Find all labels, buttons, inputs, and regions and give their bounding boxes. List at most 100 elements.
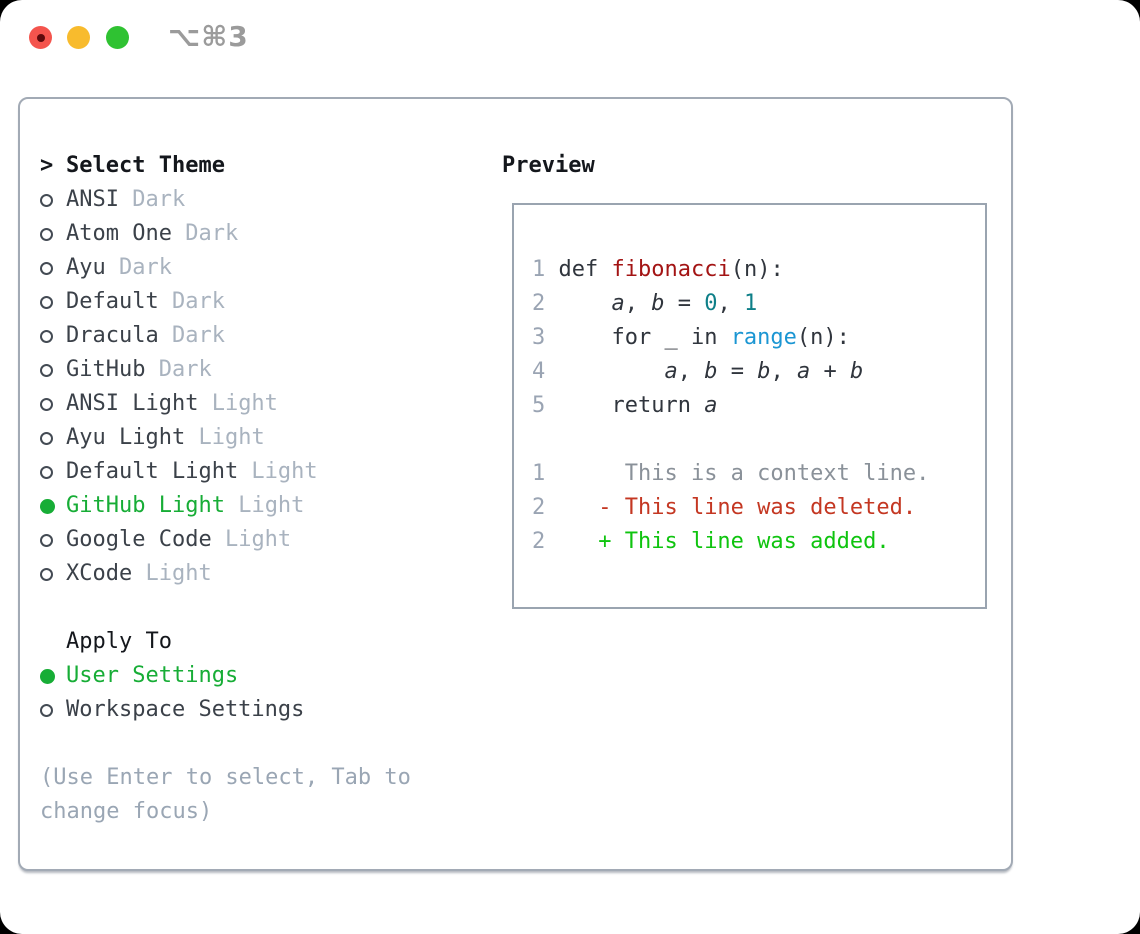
code-segment-var: b bbox=[757, 359, 771, 384]
keyboard-hint: (Use Enter to select, Tab to change focu… bbox=[40, 765, 411, 824]
code-segment-code: def bbox=[545, 257, 612, 282]
radio-unselected-icon bbox=[40, 363, 53, 377]
theme-option-default[interactable]: Default Dark bbox=[40, 285, 480, 319]
apply-to-header: Apply To bbox=[40, 625, 480, 659]
radio-cell bbox=[40, 498, 66, 514]
radio-cell bbox=[40, 668, 66, 684]
radio-unselected-icon bbox=[40, 329, 53, 343]
option-label: GitHub Light bbox=[66, 493, 225, 518]
radio-cell bbox=[40, 703, 66, 717]
code-segment-code: for _ in bbox=[545, 325, 731, 350]
line-number: 2 bbox=[532, 291, 546, 316]
option-label: Default Light bbox=[66, 459, 239, 484]
theme-option-ayu[interactable]: Ayu Dark bbox=[40, 251, 480, 285]
line-number: 2 bbox=[532, 529, 546, 554]
theme-option-default-light[interactable]: Default Light Light bbox=[40, 455, 480, 489]
option-label: Google Code bbox=[66, 527, 212, 552]
radio-cell bbox=[40, 567, 66, 581]
minimize-light-icon[interactable] bbox=[67, 26, 90, 49]
option-variant-tag: Dark bbox=[171, 221, 239, 246]
titlebar: ⌥⌘3 bbox=[0, 0, 1140, 74]
radio-selected-icon bbox=[40, 498, 55, 514]
option-label: Workspace Settings bbox=[66, 697, 305, 722]
code-segment-code: , bbox=[717, 291, 744, 316]
radio-unselected-icon bbox=[40, 193, 53, 207]
radio-unselected-icon bbox=[40, 261, 53, 275]
code-segment-var: b bbox=[849, 359, 864, 384]
code-segment-code: = bbox=[717, 359, 758, 384]
option-label: Ayu Light bbox=[66, 425, 186, 450]
code-segment-code: return bbox=[545, 393, 705, 418]
radio-cell bbox=[40, 397, 66, 411]
theme-option-github-light[interactable]: GitHub Light Light bbox=[40, 489, 480, 523]
code-segment-code: , bbox=[770, 359, 797, 384]
option-label: GitHub bbox=[66, 357, 146, 382]
line-number: 4 bbox=[532, 359, 546, 384]
radio-unselected-icon bbox=[40, 567, 53, 581]
radio-cell bbox=[40, 363, 66, 377]
code-segment-var: b bbox=[704, 359, 718, 384]
code-segment-code bbox=[545, 291, 611, 316]
line-number: 3 bbox=[532, 325, 546, 350]
code-line: 4 a, b = b, a + b bbox=[532, 355, 985, 389]
option-label: ANSI bbox=[66, 187, 119, 212]
code-segment-add: + This line was added. bbox=[545, 529, 890, 554]
theme-option-ayu-light[interactable]: Ayu Light Light bbox=[40, 421, 480, 455]
radio-unselected-icon bbox=[40, 533, 53, 547]
option-label: Dracula bbox=[66, 323, 159, 348]
theme-option-xcode[interactable]: XCode Light bbox=[40, 557, 480, 591]
code-segment-var: a bbox=[664, 359, 678, 384]
code-segment-var: b bbox=[651, 291, 665, 316]
preview-title: Preview bbox=[502, 153, 595, 178]
select-theme-header: > Select Theme bbox=[40, 149, 480, 183]
theme-option-dracula[interactable]: Dracula Dark bbox=[40, 319, 480, 353]
option-label: Atom One bbox=[66, 221, 172, 246]
apply-option-user-settings[interactable]: User Settings bbox=[40, 659, 480, 693]
spacer bbox=[40, 591, 480, 625]
code-segment-var: a bbox=[796, 359, 811, 384]
line-number: 5 bbox=[532, 393, 546, 418]
close-light-icon[interactable] bbox=[29, 26, 52, 49]
option-variant-tag: Light bbox=[132, 561, 212, 586]
code-line: 1 This is a context line. bbox=[532, 457, 985, 491]
code-line: 3 for _ in range(n): bbox=[532, 321, 985, 355]
code-line: 1 def fibonacci(n): bbox=[532, 253, 985, 287]
radio-unselected-icon bbox=[40, 465, 53, 479]
code-line: 5 return a bbox=[532, 389, 985, 423]
radio-unselected-icon bbox=[40, 431, 53, 445]
spacer bbox=[40, 727, 480, 761]
code-segment-code: = bbox=[664, 291, 705, 316]
radio-unselected-icon bbox=[40, 397, 53, 411]
option-variant-tag: Dark bbox=[158, 289, 225, 314]
theme-option-atom-one[interactable]: Atom One Dark bbox=[40, 217, 480, 251]
radio-cell bbox=[40, 533, 66, 547]
option-variant-tag: Dark bbox=[158, 323, 225, 348]
theme-option-github[interactable]: GitHub Dark bbox=[40, 353, 480, 387]
code-line: 2 a, b = 0, 1 bbox=[532, 287, 985, 321]
code-segment-var: a bbox=[704, 393, 718, 418]
theme-option-ansi-light[interactable]: ANSI Light Light bbox=[40, 387, 480, 421]
radio-cell bbox=[40, 465, 66, 479]
theme-option-ansi[interactable]: ANSI Dark bbox=[40, 183, 480, 217]
code-segment-var: a bbox=[611, 291, 625, 316]
zoom-light-icon[interactable] bbox=[106, 26, 129, 49]
option-variant-tag: Light bbox=[238, 459, 318, 484]
apply-option-workspace-settings[interactable]: Workspace Settings bbox=[40, 693, 480, 727]
code-segment-code: (n): bbox=[730, 257, 784, 282]
code-segment-ctx: This is a context line. bbox=[545, 461, 930, 486]
code-segment-blue: range bbox=[730, 325, 797, 350]
select-theme-title: Select Theme bbox=[66, 153, 225, 178]
code-segment-del: - This line was deleted. bbox=[545, 495, 917, 520]
cursor-icon: > bbox=[40, 153, 54, 178]
theme-option-google-code[interactable]: Google Code Light bbox=[40, 523, 480, 557]
option-variant-tag: Light bbox=[211, 527, 292, 552]
radio-cell bbox=[40, 261, 66, 275]
line-number: 1 bbox=[532, 461, 546, 486]
code-segment-code: , bbox=[677, 359, 705, 384]
